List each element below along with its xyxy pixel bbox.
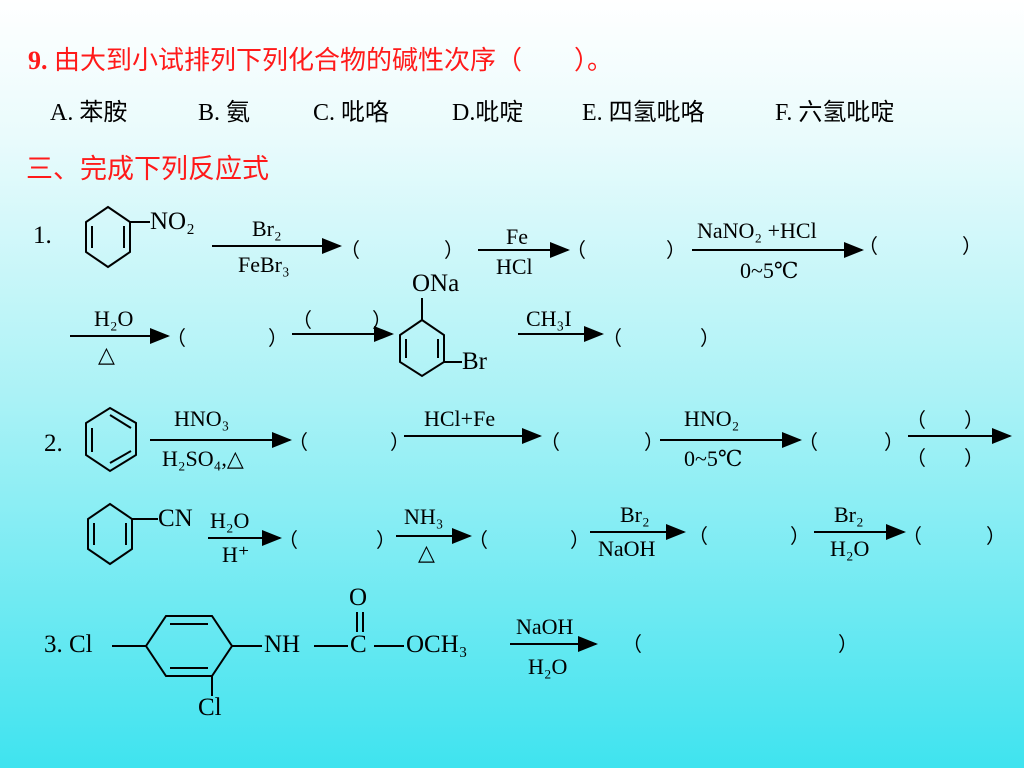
- blank-1-6-open: （: [602, 328, 622, 350]
- reagent-2-1-bottom: H₂SO₄,△: [162, 446, 244, 471]
- blank-2-4-bottom-open: （: [906, 448, 926, 470]
- blank-3-1-close: ）: [838, 634, 858, 656]
- blank-2-1-close: ）: [390, 432, 410, 454]
- reaction-3-label: 3. Cl: [44, 631, 93, 658]
- blank-1-2-close: ）: [666, 240, 686, 262]
- reagent-2-5-bottom: H⁺: [222, 542, 250, 567]
- option-f: F. 六氢吡啶: [775, 100, 895, 126]
- option-e: E. 四氢吡咯: [582, 100, 705, 126]
- reagent-1-2-top: Fe: [506, 224, 528, 249]
- reagent-2-7-bottom: NaOH: [598, 536, 656, 561]
- blank-2-1-open: （: [288, 432, 308, 454]
- blank-2-3-open: （: [798, 432, 818, 454]
- cl-bottom-label: Cl: [198, 694, 222, 721]
- blank-2-5-close: ）: [376, 530, 396, 552]
- blank-1-3-open: （: [858, 236, 878, 258]
- blank-2-8-open: （: [902, 526, 922, 548]
- reagent-2-8-bottom: H₂O: [830, 536, 870, 561]
- och3-label: OCH₃: [406, 631, 468, 658]
- reagent-2-6-bottom: △: [418, 540, 435, 565]
- blank-1-2-open: （: [566, 240, 586, 262]
- reagent-2-3-bottom: 0~5℃: [684, 446, 743, 471]
- blank-1-1-open: （: [340, 240, 360, 262]
- reagent-1-2-bottom: HCl: [496, 254, 533, 279]
- blank-2-8-close: ）: [986, 526, 1006, 548]
- br-group-label: Br: [462, 348, 487, 375]
- reagent-2-7-top: Br₂: [620, 502, 650, 527]
- blank-2-2-open: （: [540, 432, 560, 454]
- reagent-1-4-bottom: △: [98, 342, 115, 367]
- cn-group-label: CN: [158, 505, 193, 532]
- blank-3-1-open: （: [622, 634, 642, 656]
- reagent-2-1-top: HNO₃: [174, 406, 230, 431]
- blank-2-3-close: ）: [884, 432, 904, 454]
- option-a: A. 苯胺: [50, 100, 128, 126]
- benzene-ring-nitrobenzene: [85, 205, 150, 269]
- reaction-1-label: 1.: [33, 222, 52, 249]
- question-text: 由大到小试排列下列化合物的碱性次序（ ）。: [54, 46, 614, 75]
- reagent-1-3-bottom: 0~5℃: [740, 258, 799, 283]
- blank-2-4-top-open: （: [906, 410, 926, 432]
- carbonyl-o-label: O: [349, 584, 368, 611]
- benzene-ring-benzene: [85, 406, 137, 473]
- blank-2-6-close: ）: [570, 530, 590, 552]
- blank-1-1-close: ）: [444, 240, 464, 262]
- reagent-2-8-top: Br₂: [834, 502, 864, 527]
- reagent-3-1-bottom: H₂O: [528, 654, 568, 679]
- blank-1-5-open: （: [292, 310, 312, 332]
- blank-2-7-close: ）: [790, 526, 810, 548]
- section-title: 三、完成下列反应式: [26, 154, 269, 184]
- question-9: 9. 由大到小试排列下列化合物的碱性次序（ ）。: [28, 40, 613, 77]
- nh-label: NH: [264, 631, 301, 658]
- blank-1-6-close: ）: [700, 328, 720, 350]
- option-b: B. 氨: [198, 100, 251, 126]
- reagent-3-1-top: NaOH: [516, 614, 574, 639]
- option-d: D.吡啶: [452, 100, 524, 126]
- benzene-ring-benzonitrile: [87, 502, 158, 566]
- reagent-1-3-top: NaNO₂ +HCl: [697, 218, 817, 243]
- carbonyl-c-label: C: [350, 631, 367, 658]
- reagent-1-6-top: CH₃I: [526, 306, 572, 331]
- reagent-1-1-top: Br₂: [252, 216, 282, 241]
- reagent-2-5-top: H₂O: [210, 508, 250, 533]
- blank-1-4-close: ）: [268, 328, 288, 350]
- option-c: C. 吡咯: [313, 100, 390, 126]
- blank-2-4-bottom-close: ）: [964, 448, 984, 470]
- blank-1-3-close: ）: [962, 236, 982, 258]
- reagent-2-2-top: HCl+Fe: [424, 406, 496, 431]
- blank-2-7-open: （: [688, 526, 708, 548]
- reaction-2-label: 2.: [44, 430, 63, 457]
- blank-2-4-top-close: ）: [964, 410, 984, 432]
- blank-1-4-open: （: [166, 328, 186, 350]
- reagent-1-4-top: H₂O: [94, 306, 134, 331]
- ona-group-label: ONa: [412, 270, 460, 297]
- blank-1-5-close: ）: [372, 310, 392, 332]
- benzene-ring-bromophenoxide: [399, 298, 462, 378]
- blank-2-2-close: ）: [644, 432, 664, 454]
- benzene-ring-dichlorophenyl: [144, 615, 234, 696]
- reagent-2-6-top: NH₃: [404, 504, 444, 529]
- blank-2-6-open: （: [468, 530, 488, 552]
- reagent-2-3-top: HNO₂: [684, 406, 740, 431]
- nitro-group-label: NO₂: [150, 208, 195, 235]
- reagent-1-1-bottom: FeBr₃: [238, 252, 290, 277]
- question-number: 9.: [28, 46, 48, 75]
- blank-2-5-open: （: [278, 530, 298, 552]
